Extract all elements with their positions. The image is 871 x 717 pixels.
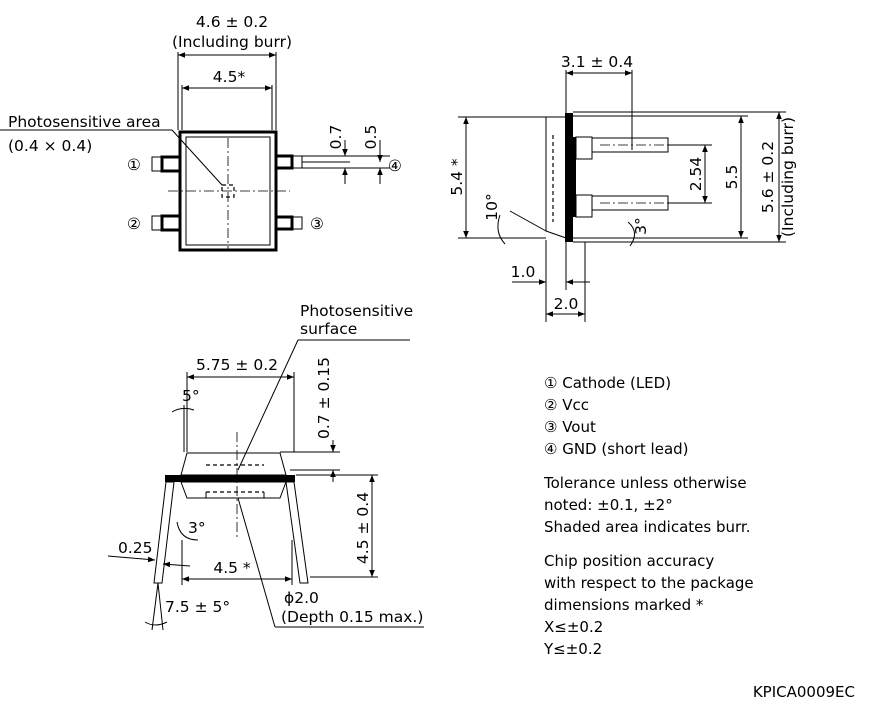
pin-marker-4: ④ xyxy=(388,157,402,175)
side-view: 3.1 ± 0.4 5.4 * 10° 2.54 5.5 5.6 ± 0.2 xyxy=(448,53,797,322)
accuracy-note-1: Chip position accuracy xyxy=(544,552,715,570)
front-chip-width: 4.5 * xyxy=(213,559,251,577)
top-width-outer-note: (Including burr) xyxy=(172,33,292,51)
surface-label-line1: Photosensitive xyxy=(300,302,413,320)
front-height-top: 0.7 ± 0.15 xyxy=(315,357,333,439)
notes-panel: ① Cathode (LED) ② Vcc ③ Vout ④ GND (shor… xyxy=(544,372,864,660)
surface-label-line2: surface xyxy=(300,320,357,338)
pin-marker-1: ① xyxy=(127,156,141,174)
pin-note-3: ③ Vout xyxy=(544,418,596,436)
pin-note-2: ② Vcc xyxy=(544,396,589,414)
tolerance-note-2: noted: ±0.1, ±2° xyxy=(544,496,673,514)
side-height-inner: 5.5 xyxy=(723,165,741,190)
front-angle-inner: 3° xyxy=(188,519,206,537)
pin-marker-3: ③ xyxy=(310,215,324,233)
side-top-dim: 3.1 ± 0.4 xyxy=(561,53,633,71)
side-height-outer-note: (Including burr) xyxy=(779,117,797,237)
front-lead-spread: 7.5 ± 5° xyxy=(165,598,230,616)
side-height-star: 5.4 * xyxy=(448,158,466,196)
lead-dim-b: 0.5 xyxy=(362,125,380,150)
front-height-right: 4.5 ± 0.4 xyxy=(354,492,372,564)
front-lead-thickness: 0.25 xyxy=(118,539,153,557)
top-width-outer: 4.6 ± 0.2 xyxy=(196,13,268,31)
front-hole-depth: (Depth 0.15 max.) xyxy=(281,608,423,626)
side-body-depth: 2.0 xyxy=(554,295,579,313)
top-view: 4.6 ± 0.2 (Including burr) 4.5* Photosen… xyxy=(0,13,402,252)
accuracy-note-3: dimensions marked * xyxy=(544,596,704,614)
pin-note-1: ① Cathode (LED) xyxy=(544,374,672,392)
side-lead-offset: 1.0 xyxy=(511,263,536,281)
front-hole-dia: ϕ2.0 xyxy=(284,589,319,607)
side-angle-left: 10° xyxy=(483,193,501,220)
photosensitive-area-size: (0.4 × 0.4) xyxy=(8,137,92,155)
photosensitive-area-label: Photosensitive area xyxy=(8,113,161,131)
side-height-outer: 5.6 ± 0.2 xyxy=(759,141,777,213)
front-angle-top: 5° xyxy=(182,387,200,405)
side-angle-right: 3° xyxy=(632,217,650,235)
accuracy-note-4: X≤±0.2 xyxy=(544,618,604,636)
lead-dim-a: 0.7 xyxy=(327,125,345,150)
accuracy-note-2: with respect to the package xyxy=(544,574,754,592)
tolerance-note-3: Shaded area indicates burr. xyxy=(544,518,751,536)
drawing-code: KPICA0009EC xyxy=(752,683,855,701)
accuracy-note-5: Y≤±0.2 xyxy=(544,640,603,658)
front-view: Photosensitive surface 5.75 ± 0.2 0.7 ± … xyxy=(107,302,424,631)
tolerance-note-1: Tolerance unless otherwise xyxy=(544,474,747,492)
side-pitch: 2.54 xyxy=(687,157,705,192)
front-width: 5.75 ± 0.2 xyxy=(196,356,278,374)
pin-marker-2: ② xyxy=(127,215,141,233)
top-width-inner: 4.5* xyxy=(213,68,246,86)
pin-note-4: ④ GND (short lead) xyxy=(544,440,689,458)
